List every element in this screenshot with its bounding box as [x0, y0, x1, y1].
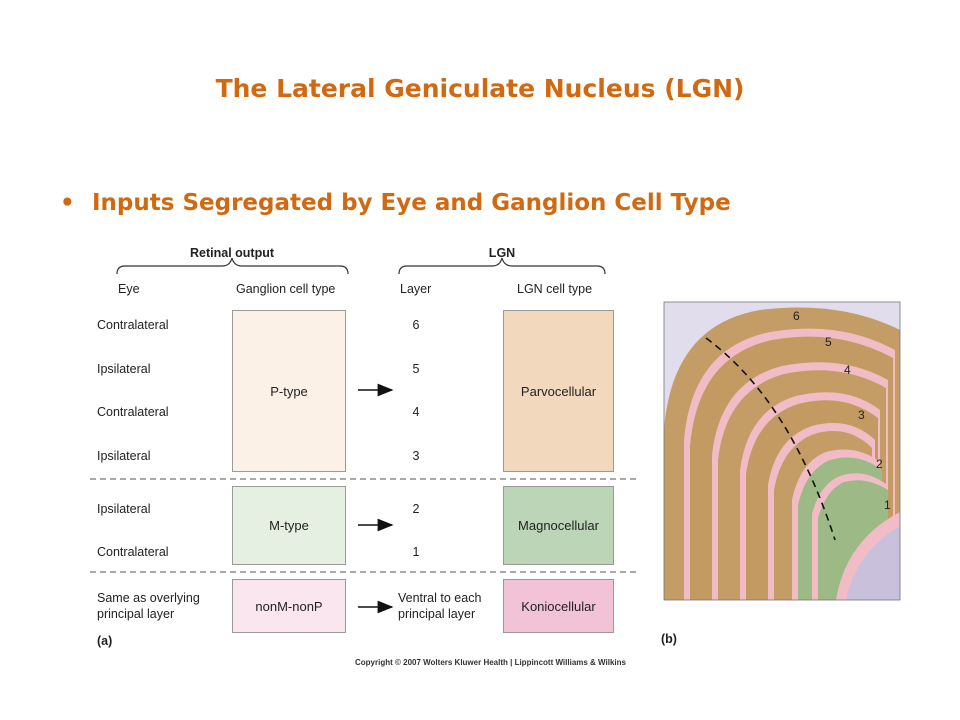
col-lgn-cell-header: LGN cell type: [517, 282, 593, 296]
layer-number-3: 3: [412, 449, 420, 463]
parvocellular-box: Parvocellular: [503, 310, 614, 472]
nonm-nonp-box: nonM-nonP: [232, 579, 346, 633]
micrograph-layer-4: 4: [844, 363, 851, 377]
layer-number-5: 5: [412, 362, 420, 376]
col-eye-header: Eye: [118, 282, 140, 296]
layer-number-2: 2: [412, 502, 420, 516]
micrograph-layer-2: 2: [876, 457, 883, 471]
koniocellular-box: Koniocellular: [503, 579, 614, 633]
micrograph-layer-5: 5: [825, 335, 832, 349]
bullet-dot: •: [60, 190, 75, 216]
bullet-item: • Inputs Segregated by Eye and Ganglion C…: [60, 190, 731, 216]
micrograph-layer-6: 6: [793, 309, 800, 323]
eye-label-5: Ipsilateral: [97, 502, 151, 516]
eye-label-4: Ipsilateral: [97, 449, 151, 463]
p-type-box: P-type: [232, 310, 346, 472]
eye-label-2: Ipsilateral: [97, 362, 151, 376]
eye-label-7-line1: Same as overlying: [97, 591, 200, 605]
micrograph-layer-3: 3: [858, 408, 865, 422]
retinal-output-brace: [116, 257, 349, 275]
eye-label-1: Contralateral: [97, 318, 169, 332]
retinal-output-header: Retinal output: [189, 246, 275, 260]
layer-number-1: 1: [412, 545, 420, 559]
m-type-box: M-type: [232, 486, 346, 565]
panel-b-label: (b): [661, 632, 677, 646]
lgn-micrograph: [664, 302, 900, 600]
eye-label-6: Contralateral: [97, 545, 169, 559]
lgn-header: LGN: [488, 246, 516, 260]
panel-a-label: (a): [97, 634, 113, 648]
layer-number-6: 6: [412, 318, 420, 332]
magnocellular-box: Magnocellular: [503, 486, 614, 565]
lgn-brace: [398, 257, 606, 275]
col-ganglion-header: Ganglion cell type: [236, 282, 336, 296]
micrograph-layer-1: 1: [884, 498, 891, 512]
layer-ventral-line2: principal layer: [398, 607, 476, 621]
copyright-notice: Copyright © 2007 Wolters Kluwer Health |…: [355, 658, 626, 667]
col-layer-header: Layer: [400, 282, 432, 296]
layer-ventral-line1: Ventral to each: [398, 591, 482, 605]
micrograph-frame: [663, 301, 901, 601]
eye-label-7-line2: principal layer: [97, 607, 175, 621]
slide-title: The Lateral Geniculate Nucleus (LGN): [215, 74, 745, 103]
bullet-text: Inputs Segregated by Eye and Ganglion Ce…: [92, 190, 731, 216]
eye-label-3: Contralateral: [97, 405, 169, 419]
layer-number-4: 4: [412, 405, 420, 419]
